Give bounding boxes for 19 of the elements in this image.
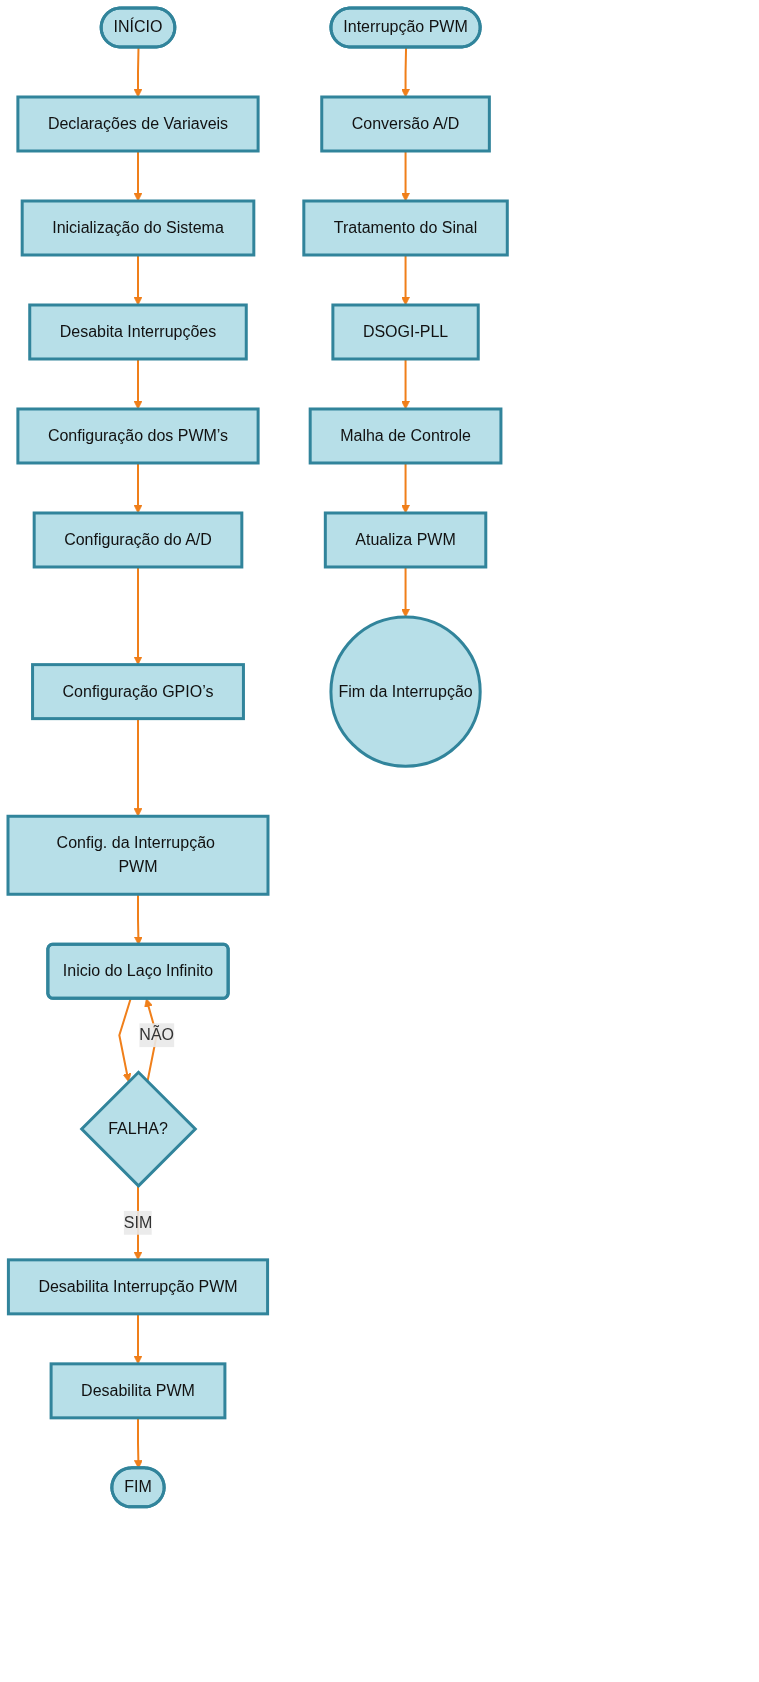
node-box: Desabilita PWM — [49, 1362, 227, 1420]
node-box: Desabita Interrupções — [28, 303, 248, 361]
edge-label: SIM — [123, 1213, 153, 1231]
node-box: Configuração do A/D — [32, 511, 244, 569]
edge-label: NÃO — [139, 1026, 174, 1044]
node-box: Atualiza PWM — [323, 511, 488, 569]
node-box: Config. da Interrupção PWM — [6, 814, 270, 896]
node-circle: Fim da Interrupção — [329, 615, 482, 768]
node-box: Inicialização do Sistema — [20, 199, 256, 257]
node-diamond: FALHA? — [79, 1070, 198, 1188]
node-box: Configuração GPIO’s — [31, 663, 245, 721]
node-box: Declarações de Variaveis — [16, 95, 260, 153]
node-box: Configuração dos PWM’s — [16, 407, 260, 465]
node-box: Malha de Controle — [308, 407, 503, 465]
node-box: Conversão A/D — [320, 95, 491, 153]
node-box: DSOGI-PLL — [331, 303, 480, 361]
node-box: Desabilita Interrupção PWM — [6, 1258, 270, 1316]
arrow — [401, 566, 410, 618]
node-box: Tratamento do Sinal — [302, 199, 509, 257]
